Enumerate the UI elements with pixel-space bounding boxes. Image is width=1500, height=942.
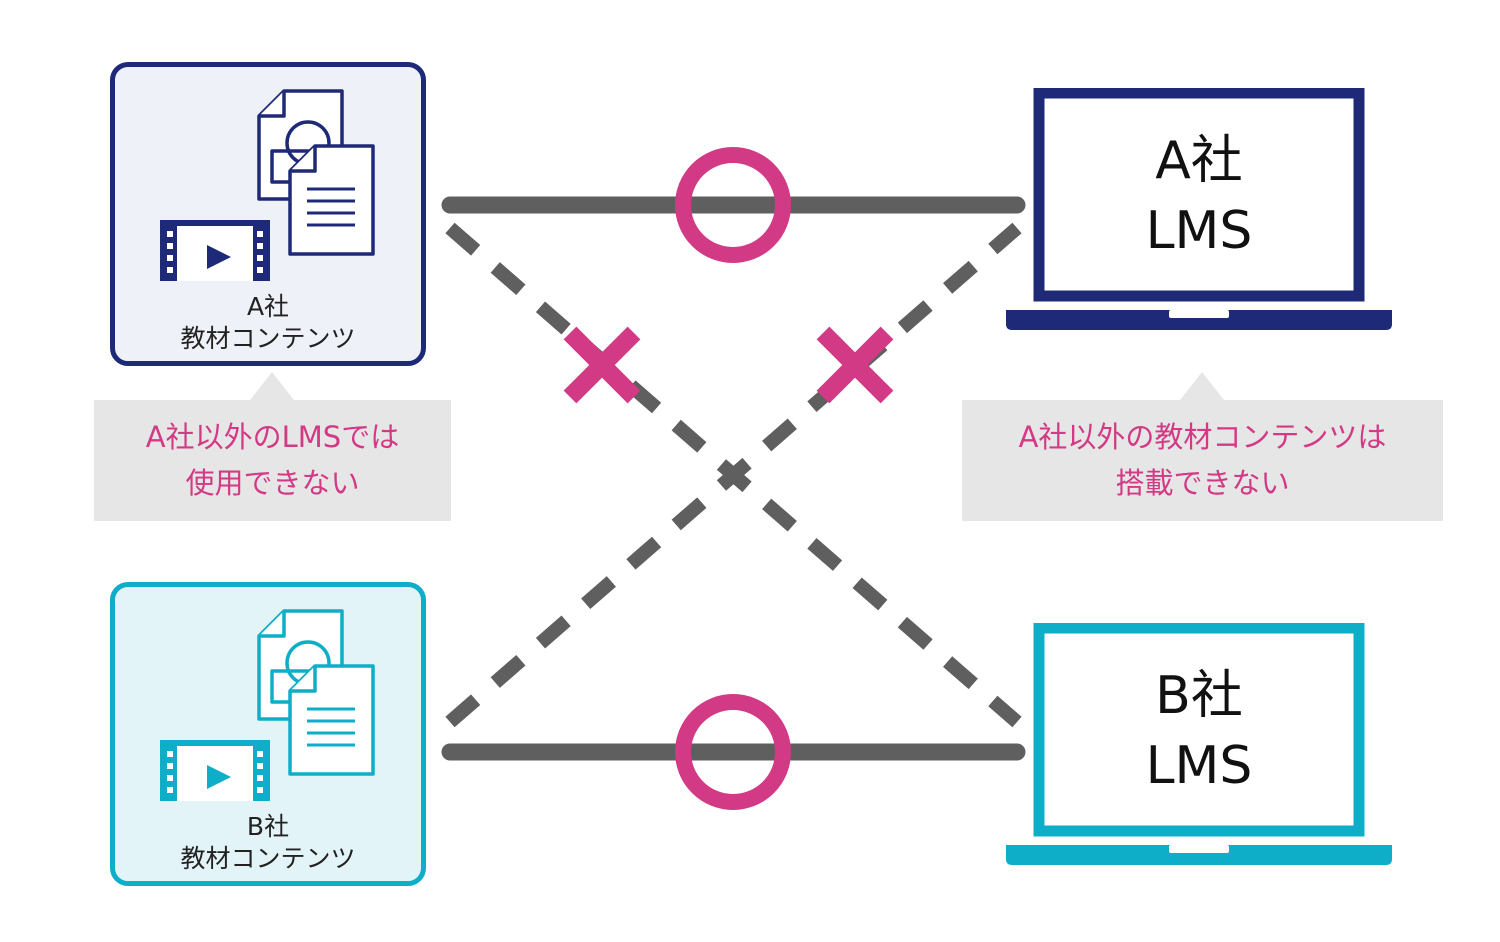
laptop-icon <box>1006 622 1392 865</box>
content-name: 教材コンテンツ <box>180 844 356 873</box>
callout-right-line2: 搭載できない <box>1115 466 1290 500</box>
lms-name: LMS <box>1145 201 1253 261</box>
company-name: B社 <box>1155 666 1243 726</box>
laptop-icon <box>1006 87 1392 330</box>
lms-name: LMS <box>1145 736 1253 796</box>
cross-ng-icon <box>563 326 641 404</box>
company-name: A社 <box>1155 131 1243 191</box>
content-name: 教材コンテンツ <box>180 324 356 353</box>
content-card-a-label: A社 教材コンテンツ <box>115 291 421 355</box>
cross-ng-icon <box>816 326 894 404</box>
content-card-a: A社 教材コンテンツ <box>110 62 426 366</box>
lms-b-laptop: B社 LMS <box>1004 622 1394 872</box>
callout-tail <box>250 372 294 400</box>
company-name: A社 <box>246 292 290 321</box>
video-icon <box>160 740 270 801</box>
callout-left-line1: A社以外のLMSでは <box>145 420 400 454</box>
ok-circle-icon <box>675 694 791 810</box>
connection-line-b-to-a-dashed <box>445 222 1022 728</box>
lms-b-screen-text: B社 LMS <box>1046 661 1352 801</box>
lms-a-screen-text: A社 LMS <box>1046 126 1352 266</box>
company-name: B社 <box>246 812 290 841</box>
lms-a-laptop: A社 LMS <box>1004 87 1394 337</box>
video-icon <box>160 220 270 281</box>
callout-left-line2: 使用できない <box>185 466 360 500</box>
content-files-icon <box>160 89 375 281</box>
callout-tail <box>1180 372 1224 400</box>
content-card-b-label: B社 教材コンテンツ <box>115 811 421 875</box>
callout-right-line1: A社以外の教材コンテンツは <box>1018 420 1387 454</box>
callout-left: A社以外のLMSでは 使用できない <box>94 372 451 521</box>
ok-circle-icon <box>675 147 791 263</box>
content-card-b: B社 教材コンテンツ <box>110 582 426 886</box>
callout-right: A社以外の教材コンテンツは 搭載できない <box>962 372 1443 521</box>
content-files-icon <box>160 609 375 801</box>
